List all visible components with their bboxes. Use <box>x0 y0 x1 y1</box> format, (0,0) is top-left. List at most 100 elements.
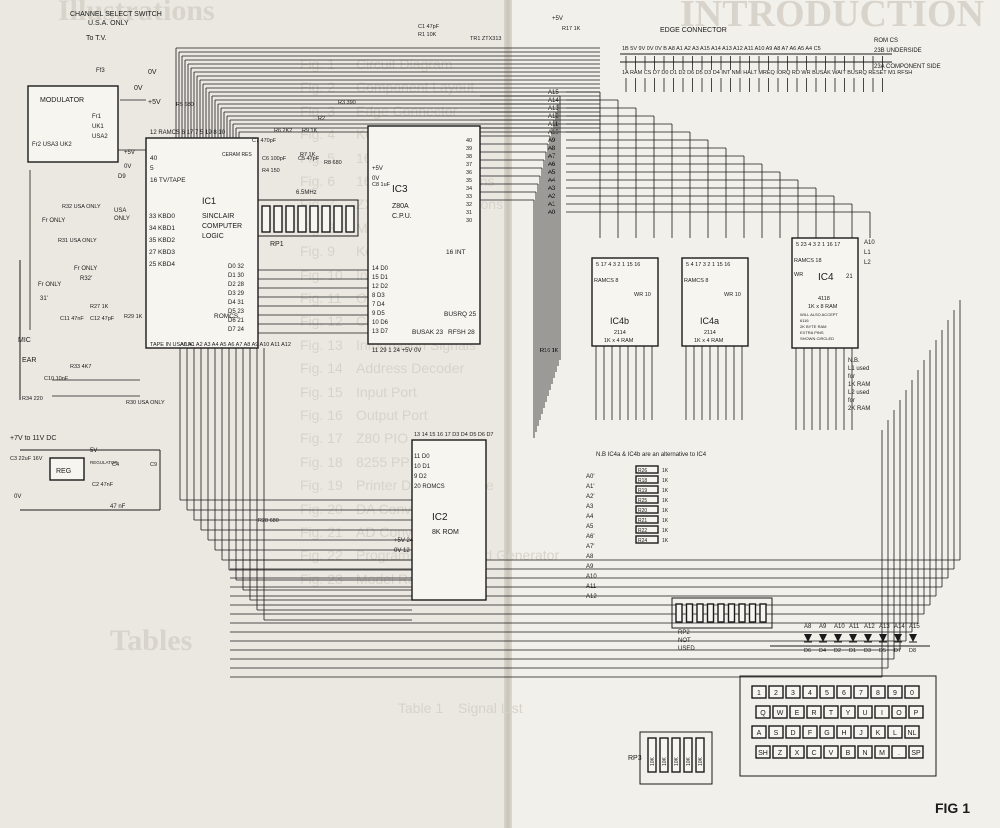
ghost-fig-num: Fig. 18 <box>300 453 343 470</box>
rp3-element <box>671 737 681 773</box>
rp1-element <box>333 205 343 233</box>
ic1-tapein: TAPE IN USA/UK <box>150 342 193 348</box>
resistor-ref: R26 <box>638 468 647 474</box>
ic2-pin: 20 ROMCS <box>414 484 445 490</box>
capacitor-label: C10 10nF <box>44 376 69 382</box>
rp2-element <box>685 603 694 623</box>
capacitor-label: C5 47pF <box>298 156 320 162</box>
key-cap <box>887 685 903 699</box>
ic1-data-pin: D3 29 <box>228 291 245 297</box>
ic3-addr-pin: 34 <box>466 186 472 192</box>
component-label: R3 390 <box>338 100 356 106</box>
diode-symbol <box>834 634 842 642</box>
ghost-fig-title: Input Port <box>356 383 417 400</box>
ic1-kbd-pin: 25 KBD4 <box>149 261 175 268</box>
diode-address: A10 <box>834 624 845 630</box>
mic-label: MIC <box>18 337 31 344</box>
key-cap <box>904 725 920 739</box>
key-cap <box>870 725 886 739</box>
rp2-element <box>748 603 757 623</box>
ic3-addr-pin: 36 <box>466 170 472 176</box>
ghost-fig-num: Fig. 6 <box>300 173 336 189</box>
address-label: A4 <box>548 178 556 184</box>
component-label: TR1 ZTX313 <box>470 36 501 42</box>
key-cap <box>908 745 924 759</box>
fr-only-3: Fr ONLY <box>38 282 61 288</box>
capacitor-label: C2 47nF <box>92 482 114 488</box>
component-label: R7 1K <box>300 152 316 158</box>
key-label: M <box>879 750 885 757</box>
ic4-name: IC4 <box>818 272 834 283</box>
resistor-ref: R19 <box>638 488 647 494</box>
component-label: R4 150 <box>262 168 280 174</box>
ic2-pin: 10 D1 <box>414 464 431 470</box>
edge-connector-title: EDGE CONNECTOR <box>660 27 727 34</box>
nb-note-line: 2K RAM <box>848 406 870 412</box>
rp2-outline <box>671 597 773 629</box>
power-0v: 0V <box>14 494 21 500</box>
component-label: R28 680 <box>258 518 279 524</box>
ghost-fig-num: Fig. 11 <box>300 290 342 306</box>
ic3-data-pin: 7 D4 <box>372 302 385 308</box>
key-label: A <box>757 730 762 737</box>
resistor <box>635 515 659 524</box>
address-label: A8 <box>586 554 594 560</box>
address-label: A7 <box>548 154 556 160</box>
channel-switch-label: CHANNEL SELECT SWITCH <box>70 11 162 18</box>
ic2-supply-5v: +5V 24 <box>394 538 414 544</box>
key-label: 6 <box>842 690 846 697</box>
key-cap <box>840 745 856 759</box>
rp1-element <box>321 205 331 233</box>
key-label: O <box>896 710 902 717</box>
key-cap <box>870 685 886 699</box>
ic3-chip <box>367 125 481 345</box>
address-label: A9 <box>548 138 556 144</box>
ghost-fig-num: Fig. 21 <box>300 524 343 540</box>
key-label: U <box>862 710 867 717</box>
ic4-ramcs: RAMCS 18 <box>794 258 822 264</box>
resistor-value: 1K <box>662 528 669 534</box>
key-label: I <box>881 710 883 717</box>
ic4a-wr: WR 10 <box>724 292 741 298</box>
ic3-addr-pin: 37 <box>466 162 472 168</box>
ic4a-pins: 5 4 17 3 2 1 15 16 <box>686 262 730 268</box>
key-cap <box>785 685 801 699</box>
key-cap <box>853 725 869 739</box>
ic4-note5: SHOWN CIRCLED <box>800 336 834 341</box>
diode-address: A8 <box>804 624 812 630</box>
ic4b-pins: 5 17 4 3 2 1 15 16 <box>596 262 640 268</box>
ic4b-chip <box>591 257 659 347</box>
key-label: G <box>824 730 829 737</box>
ic4-note1: WILL ALSO ACCEPT <box>800 312 838 317</box>
key-label: D <box>790 730 795 737</box>
nb-note-line: N.B. <box>848 358 860 364</box>
address-label: A5 <box>548 170 556 176</box>
address-label: A13 <box>548 106 559 112</box>
power-input-label: +7V to 11V DC <box>10 435 56 442</box>
ic3-data-pin: 14 D0 <box>372 266 389 272</box>
address-label: A1 <box>548 202 556 208</box>
channel-switch-sub: U.S.A. ONLY <box>88 20 129 27</box>
ic3-int: 16 INT <box>446 249 466 256</box>
resistor-ref: R18 <box>638 478 647 484</box>
ic2-supply-0v: 0V 12 <box>394 548 410 554</box>
ic3-bottom-pins: 11 29 1 24 +5V 0V <box>372 348 421 354</box>
rp2-element <box>738 603 746 623</box>
ic2-name: IC2 <box>432 512 448 523</box>
key-label: E <box>795 710 800 717</box>
address-label: A14 <box>548 98 559 104</box>
ic1-top-pins: 12 RAMCS 6 17 7 5 19 8 10 <box>150 130 226 136</box>
resistor-value: 1K <box>662 518 669 524</box>
ghost-fig-title: Address Decoder <box>356 360 465 377</box>
key-label: V <box>829 750 834 757</box>
ic4-chip <box>791 237 859 349</box>
component-label: R29 1K <box>124 314 143 320</box>
fr-only-31: 31' <box>40 296 48 302</box>
diode-symbol <box>849 634 857 642</box>
key-cap <box>802 725 818 739</box>
capacitor-label: C7 470pF <box>252 138 277 144</box>
regulator-5v: 5V <box>90 448 97 454</box>
